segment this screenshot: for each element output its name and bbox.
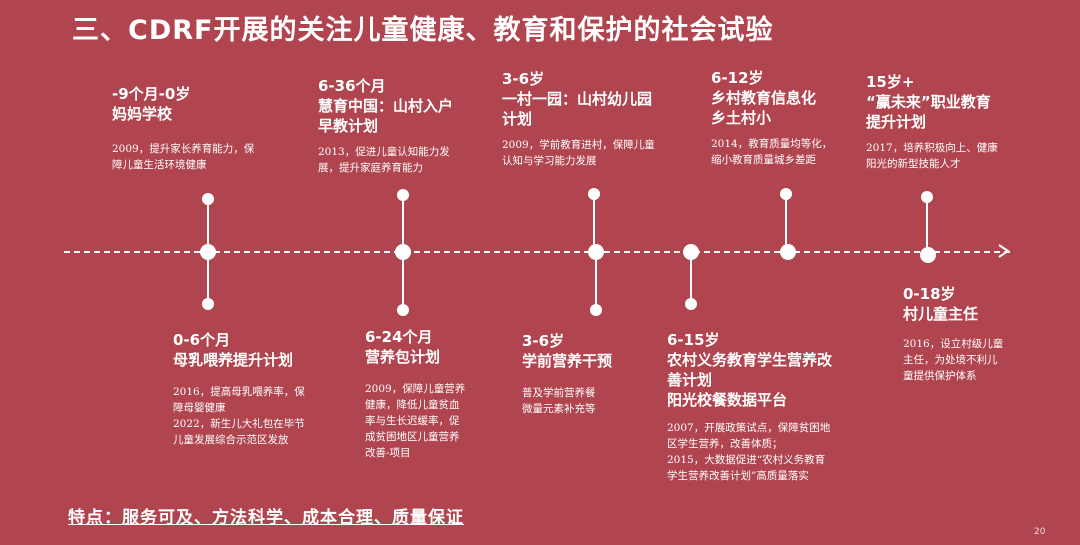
milestone-description: 2009，保障儿童营养健康，降低儿童贫血 率与生长迟缓率，促成贫困地区儿童营养 … (365, 383, 466, 459)
milestone-description: 2017，培养积极向上、健康阳光的新型技能人才 (866, 142, 998, 170)
milestone-heading: 6-12岁乡村教育信息化乡土村小 (711, 69, 817, 127)
milestone-top: 6-36个月慧育中国：山村入户早教计划 2013，促进儿童认知能力发展，提升家庭… (318, 76, 453, 176)
timeline-node-dot (202, 298, 214, 310)
milestone-top: 3-6岁一村一园：山村幼儿园计划 2009，学前教育进村，保障儿童认知与学习能力… (502, 69, 655, 169)
timeline-node (920, 247, 936, 263)
timeline-node (780, 244, 796, 260)
milestone-heading: 0-6个月母乳喂养提升计划 (173, 331, 294, 369)
milestone-description: 普及学前营养餐微量元素补充等 (522, 387, 596, 415)
timeline-stem (785, 194, 787, 251)
milestone-bottom: 0-6个月母乳喂养提升计划 2016，提高母乳喂养率，保障母婴健康 2022，新… (173, 330, 305, 448)
milestone-bottom: 0-18岁村儿童主任 2016，设立村级儿童主任，为处境不利儿 童提供保护体系 (903, 284, 1003, 384)
timeline-node-dot (397, 189, 409, 201)
timeline-stem (402, 195, 404, 251)
timeline-line (64, 251, 1010, 253)
milestone-heading: -9个月-0岁妈妈学校 (112, 85, 191, 123)
milestone-heading: 6-15岁农村义务教育学生营养改 善计划阳光校餐数据平台 (667, 331, 833, 409)
milestone-description: 2013，促进儿童认知能力发展，提升家庭养育能力 (318, 146, 450, 174)
milestone-heading: 3-6岁一村一园：山村幼儿园计划 (502, 70, 653, 128)
page-title: 三、CDRF开展的关注儿童健康、教育和保护的社会试验 (72, 15, 774, 46)
timeline-node-dot (685, 298, 697, 310)
timeline-node-dot (588, 188, 600, 200)
milestone-bottom: 3-6岁学前营养干预 普及学前营养餐微量元素补充等 (522, 331, 612, 417)
timeline-stem (593, 194, 595, 251)
milestone-heading: 3-6岁学前营养干预 (522, 332, 613, 370)
milestone-bottom: 6-24个月营养包计划 2009，保障儿童营养健康，降低儿童贫血 率与生长迟缓率… (365, 327, 465, 461)
milestone-description: 2007，开展政策试点，保障贫困地区学生营养，改善体质； 2015，大数据促进“… (667, 422, 831, 482)
timeline-node-dot (590, 304, 602, 316)
timeline-node-dot (780, 188, 792, 200)
timeline-stem (402, 251, 404, 309)
milestone-heading: 6-24个月营养包计划 (365, 328, 441, 366)
milestone-description: 2014，教育质量均等化，缩小教育质量城乡差距 (711, 138, 833, 166)
timeline-stem (207, 251, 209, 303)
milestone-top: -9个月-0岁妈妈学校 2009，提升家长养育能力，保障儿童生活环境健康 (112, 84, 254, 173)
timeline-stem (690, 251, 692, 303)
timeline-node-dot (397, 304, 409, 316)
timeline-stem (926, 197, 928, 251)
timeline-stem (595, 251, 597, 309)
milestone-top: 6-12岁乡村教育信息化乡土村小 2014，教育质量均等化，缩小教育质量城乡差距 (711, 68, 832, 168)
milestone-description: 2016，设立村级儿童主任，为处境不利儿 童提供保护体系 (903, 338, 1004, 382)
milestone-bottom: 6-15岁农村义务教育学生营养改 善计划阳光校餐数据平台 2007，开展政策试点… (667, 330, 832, 484)
page-number: 20 (1034, 527, 1046, 537)
features-summary: 特点：服务可及、方法科学、成本合理、质量保证 (68, 508, 464, 528)
milestone-description: 2009，提升家长养育能力，保障儿童生活环境健康 (112, 143, 255, 171)
milestone-top: 15岁+“赢未来”职业教育提升计划 2017，培养积极向上、健康阳光的新型技能人… (866, 72, 998, 172)
timeline-stem (207, 199, 209, 251)
milestone-description: 2009，学前教育进村，保障儿童认知与学习能力发展 (502, 139, 655, 167)
milestone-description: 2016，提高母乳喂养率，保障母婴健康 2022，新生儿大礼包在毕节儿童发展综合… (173, 386, 305, 446)
timeline-node-dot (202, 193, 214, 205)
timeline-node-dot (921, 191, 933, 203)
milestone-heading: 0-18岁村儿童主任 (903, 285, 979, 323)
milestone-heading: 15岁+“赢未来”职业教育提升计划 (866, 73, 991, 131)
milestone-heading: 6-36个月慧育中国：山村入户早教计划 (318, 77, 454, 135)
